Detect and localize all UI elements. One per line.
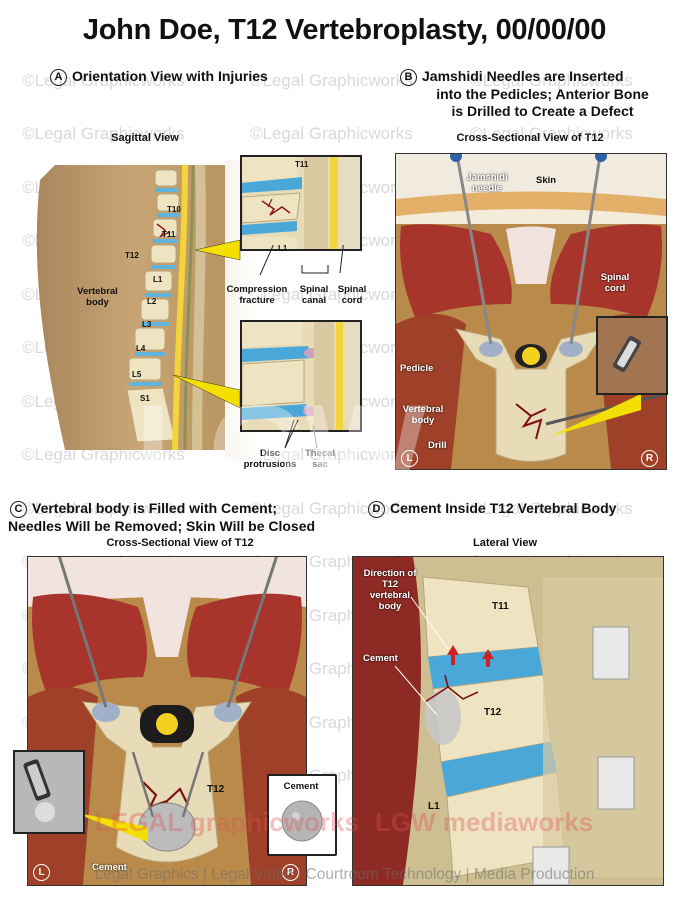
vertebra-label-t11: T11 (162, 230, 176, 239)
inset-disc (240, 320, 362, 432)
panel-b-letter: B (400, 68, 417, 86)
skin-label: Skin (536, 175, 557, 186)
panel-b-title-line2: into the Pedicles; Anterior Bone (436, 85, 649, 102)
panel-d-drawing (353, 557, 663, 885)
panel-b-title-line3: is Drilled to Create a Defect (451, 102, 634, 119)
inset-fracture (240, 155, 362, 251)
cement-needle-inset-drawing (15, 752, 83, 832)
watermark-text: ©Legal Graphicworks (250, 285, 413, 304)
vertebral-body-label-b: Vertebral body (402, 404, 444, 426)
t12-label-d: T12 (484, 707, 502, 718)
cement-sample-drawing (281, 800, 323, 842)
spinal-cord-label-b: Spinal cord (600, 272, 630, 294)
cement-inset-label: Cement (283, 781, 319, 792)
direction-t12-label: Direction of T12 vertebral body (363, 568, 417, 612)
vertebra-label-l4: L4 (136, 344, 146, 353)
jamshidi-needle-label: Jamshidi needle (466, 172, 508, 194)
inset-fracture-drawing (242, 157, 360, 249)
thecal-sac-label: Thecal sac (304, 448, 336, 470)
right-marker-c: R (282, 864, 299, 881)
t12-label-c: T12 (207, 784, 225, 795)
footer-text: Legal Graphics | Legal Video | Courtroom… (94, 866, 595, 883)
inset-l1-label: L1 (278, 244, 288, 253)
t11-label-d: T11 (492, 601, 509, 612)
panel-b-title: B Jamshidi Needles are Inserted into the … (400, 68, 685, 120)
spinal-canal-label: Spinal canal (299, 284, 329, 306)
vertebra-label-t10: T10 (167, 205, 181, 214)
panel-d-title: D Cement Inside T12 Vertebral Body (368, 500, 616, 518)
watermark-text: ©Legal Graphicworks (22, 499, 185, 518)
inset-bottom-leaders (284, 420, 318, 449)
legal-graphicworks-logo: LEGAL graphicworks (95, 807, 359, 837)
inset-top-leaders (259, 245, 344, 276)
right-marker-b: R (641, 450, 658, 467)
panel-c-subtitle: Cross-Sectional View of T12 (106, 537, 254, 549)
watermark-text: ©Legal Graphicworks (250, 445, 413, 464)
lgw-mediaworks-logo: LGW mediaworks (375, 807, 594, 837)
cement-needle-inset (13, 750, 85, 834)
watermark-text: ©Legal Graphicworks (22, 124, 185, 143)
panel-a-letter: A (50, 68, 67, 86)
left-marker-c: L (33, 864, 50, 881)
panel-d-image (352, 556, 664, 886)
l1-label-d: L1 (428, 801, 440, 812)
panel-b-subtitle: Cross-Sectional View of T12 (456, 132, 604, 144)
pedicle-label: Pedicle (400, 363, 434, 374)
panel-a-title: A Orientation View with Injuries (50, 68, 268, 86)
panel-d-letter: D (368, 500, 385, 518)
watermark-text: ©Legal Graphicworks (470, 71, 633, 90)
inset-t11-label: T11 (295, 160, 309, 169)
compression-fracture-label: Compression fracture (226, 284, 288, 306)
vertebral-body-label: Vertebral body (77, 286, 118, 308)
panel-b-title-line1: Jamshidi Needles are Inserted (422, 68, 624, 84)
needle-inset (596, 316, 668, 395)
vertebra-label-l5: L5 (132, 370, 142, 379)
cement-label-c: Cement (92, 862, 127, 873)
watermark-text: ©Legal Graphicworks (470, 124, 633, 143)
panel-c-title-line2: Needles Will be Removed; Skin Will be Cl… (8, 517, 316, 534)
vertebral-column (126, 169, 180, 443)
needle-inset-drawing (598, 318, 666, 393)
spinal-cord-label-a: Spinal cord (337, 284, 367, 306)
page-title: John Doe, T12 Vertebroplasty, 00/00/00 (82, 14, 607, 46)
panel-c-letter: C (10, 500, 27, 518)
cement-label-d: Cement (363, 653, 398, 664)
drill-label: Drill (428, 440, 447, 451)
disc-protrusions-label: Disc protrusions (243, 448, 297, 470)
vertebra-label-l2: L2 (147, 297, 157, 306)
watermark-text: ©Legal Graphicworks (250, 124, 413, 143)
vertebra-label-l1: L1 (153, 275, 163, 284)
panel-c-title-line1: Vertebral body is Filled with Cement; (32, 500, 278, 516)
panel-d-subtitle: Lateral View (473, 537, 537, 549)
panel-a-subtitle: Sagittal View (111, 132, 179, 144)
watermark-text: ©Legal Graphicworks (250, 71, 413, 90)
vertebra-label-s1: S1 (140, 394, 150, 403)
vertebra-label-l3: L3 (142, 320, 152, 329)
vertebra-label-t12: T12 (125, 251, 139, 260)
left-marker-b: L (401, 450, 418, 467)
panel-a-title-text: Orientation View with Injuries (72, 68, 268, 84)
inset-disc-drawing (242, 322, 360, 430)
watermark-text: ©Legal Graphicworks (470, 499, 633, 518)
lgw-overlay-logo: LGW (135, 377, 426, 523)
panel-d-title-text: Cement Inside T12 Vertebral Body (390, 500, 617, 516)
panel-c-title: C Vertebral body is Filled with Cement; N… (8, 500, 353, 535)
cement-sample-inset (267, 774, 337, 856)
